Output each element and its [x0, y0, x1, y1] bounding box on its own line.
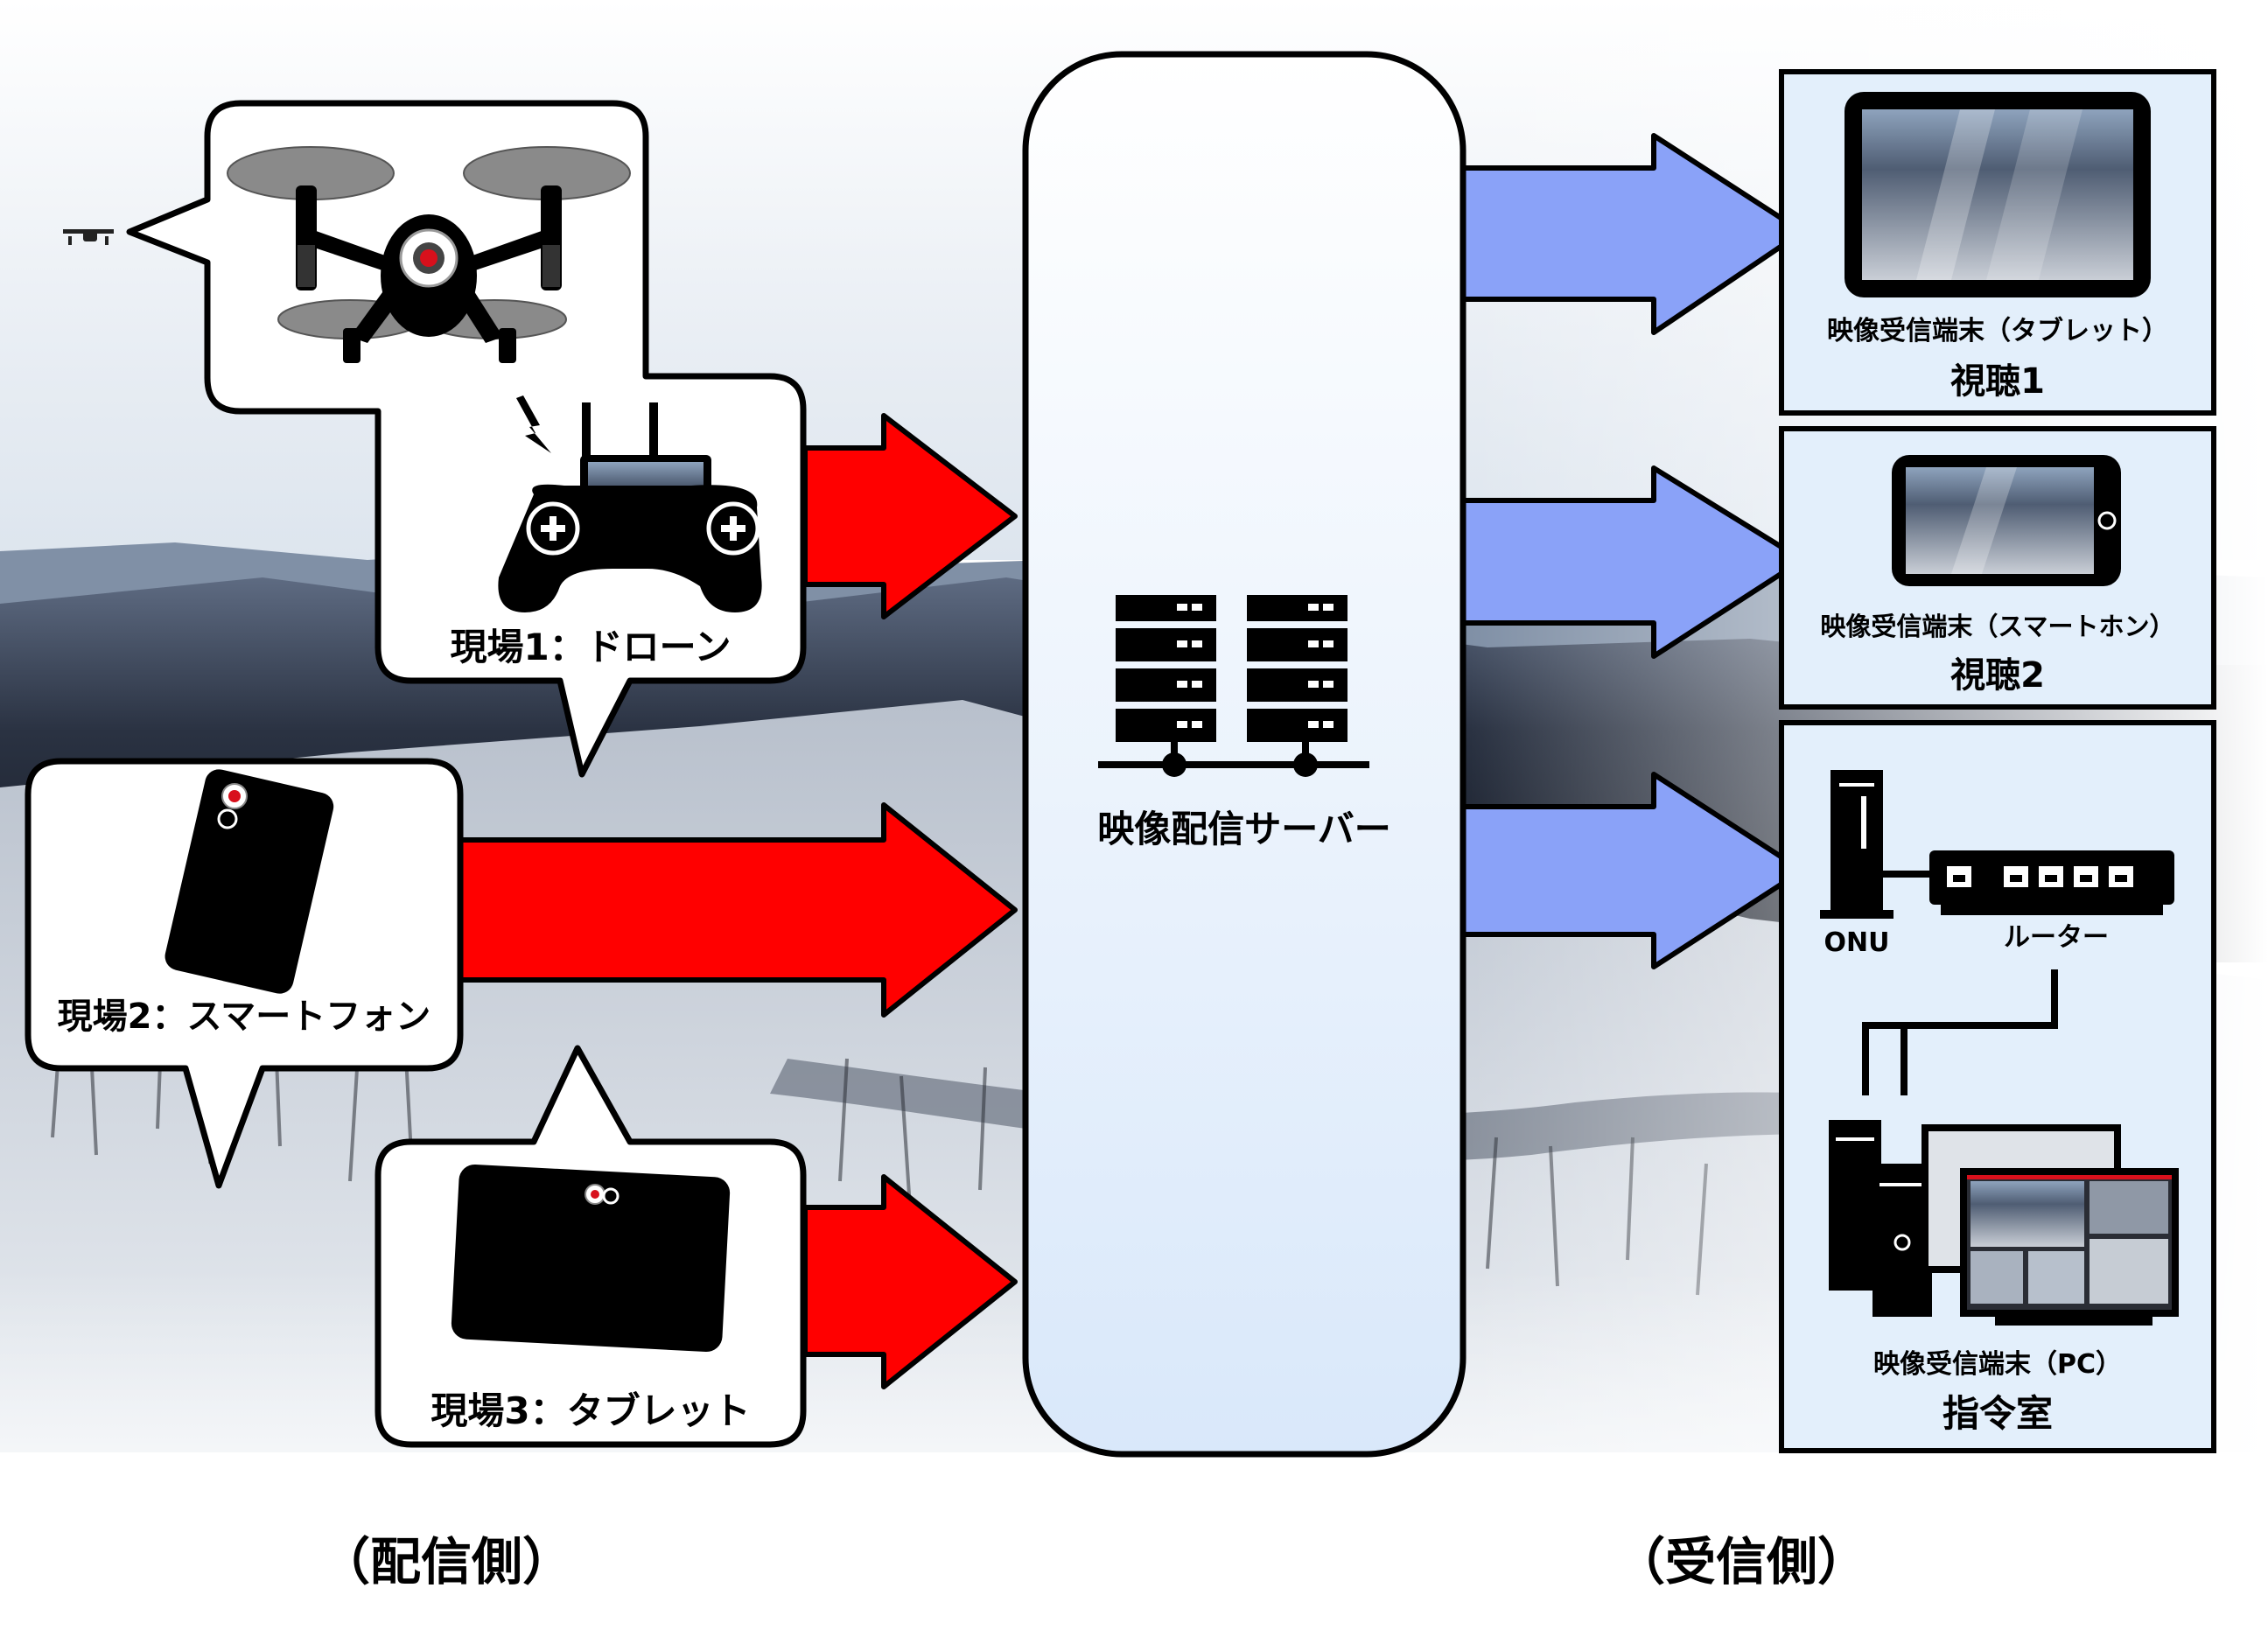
receiver-2-device-label: 映像受信端末（スマートホン）: [1820, 612, 2175, 641]
server-box: [1022, 51, 1466, 1458]
drone-icon: [227, 146, 631, 363]
send-side-label: （配信側）: [318, 1532, 573, 1592]
network-cable: [1862, 969, 2058, 1095]
controller-icon: [498, 402, 762, 612]
receive-arrow-1: [1460, 133, 1805, 335]
tablet-icon: [451, 1164, 731, 1353]
source-2-label: 現場2：スマートフォン: [57, 997, 431, 1037]
onu-label: ONU: [1824, 927, 1890, 958]
receiver-2-title: 視聴2: [1950, 655, 2045, 696]
receive-arrow-3: [1460, 772, 1805, 969]
router-icon: [1929, 850, 2174, 915]
smartphone-icon: [164, 769, 334, 994]
source-1-bubble: [63, 100, 807, 778]
smartphone-icon: [1892, 455, 2121, 586]
server-label: 映像配信サーバー: [1097, 808, 1391, 850]
pc-icon: [1829, 1120, 2179, 1326]
receiver-3-device-label: 映像受信端末（PC）: [1872, 1349, 2122, 1380]
source-1-label: 現場1：ドローン: [450, 626, 732, 668]
signal-icon: [516, 395, 551, 453]
server-rack-icon: [1098, 595, 1369, 777]
receive-arrow-2: [1460, 465, 1805, 659]
send-arrow-smartphone: [452, 802, 1018, 1018]
receiver-1-box: [1779, 69, 2216, 416]
receiver-1-title: 視聴1: [1950, 361, 2045, 402]
send-arrow-tablet: [802, 1174, 1018, 1389]
receiver-2-box: [1779, 426, 2216, 710]
receive-arrows: [1460, 133, 1805, 969]
source-3-label: 現場3：タブレット: [430, 1389, 751, 1432]
tablet-icon: [1844, 92, 2151, 297]
send-arrows: [452, 413, 1018, 1389]
send-arrow-drone: [802, 413, 1018, 619]
receiver-3-title: 指令室: [1942, 1392, 2053, 1435]
receiver-1-device-label: 映像受信端末（タブレット）: [1827, 316, 2168, 346]
onu-icon: [1820, 770, 1934, 919]
receiver-3-box: [1779, 720, 2216, 1453]
router-label: ルーター: [2004, 922, 2109, 953]
receive-side-label: （受信側）: [1614, 1532, 1868, 1592]
source-3-bubble: [374, 1045, 807, 1448]
source-2-bubble: [24, 758, 464, 1189]
small-drone-icon: [63, 229, 114, 245]
